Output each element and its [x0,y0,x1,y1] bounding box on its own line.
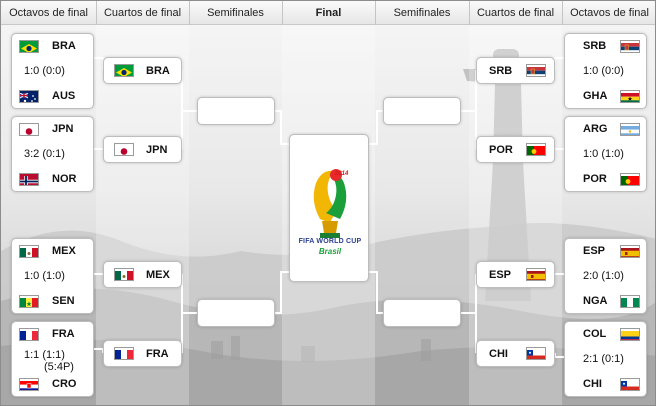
team-name: CHI [489,348,508,360]
quarter-final-slot-right-3[interactable]: ESP [476,261,555,288]
final-card[interactable]: 2014 FIFA WORLD CUP Brasil [289,134,369,282]
match-card-r16-left-2[interactable]: JPN 3:2 (0:1) NOR [11,116,94,192]
match-score: 1:0 (0:0) [583,65,624,77]
header-final: Final [315,7,342,19]
team-name: AUS [52,90,76,102]
semi-final-slot-right-2[interactable] [383,299,461,327]
team-name: ESP [583,245,606,257]
quarter-final-slot-right-2[interactable]: POR [476,136,555,163]
team-name: BRA [52,40,76,52]
team-name: FRA [146,348,169,360]
team-name: BRA [146,65,170,77]
match-card-r16-left-3[interactable]: MEX 1:0 (1:0) SEN [11,238,94,314]
team-name: POR [489,144,513,156]
header-semi-finals-right: Semifinales [393,7,451,19]
header-separator [469,1,470,25]
colombia-flag-icon [620,328,640,341]
serbia-flag-icon [526,64,546,77]
team-name: JPN [146,144,168,156]
match-card-r16-left-1[interactable]: BRA 1:0 (0:0) AUS [11,33,94,109]
header-semi-finals-left: Semifinales [207,7,264,19]
mexico-flag-icon [114,268,134,281]
header-separator [189,1,190,25]
match-card-r16-right-4[interactable]: COL 2:1 (0:1) CHI [564,321,647,397]
senegal-flag-icon [19,295,39,308]
header-quarter-finals-left: Cuartos de final [103,7,182,19]
spain-flag-icon [620,245,640,258]
final-year-badge: 2014 [335,171,349,177]
japan-flag-icon [19,123,39,136]
team-name: SRB [583,40,607,52]
match-score: 1:1 (1:1) [24,349,65,361]
header-separator [562,1,563,25]
match-score: 2:0 (1:0) [583,270,624,282]
team-name: CRO [52,378,77,390]
match-score: 1:0 (1:0) [24,270,65,282]
semi-final-slot-right-1[interactable] [383,97,461,125]
team-name: NOR [52,173,77,185]
portugal-flag-icon [526,143,546,156]
team-name: GHA [583,90,608,102]
team-name: ARG [583,123,608,135]
header-round-of-16-right: Octavos de final [570,7,649,19]
header-round-of-16-left: Octavos de final [9,7,88,19]
team-name: SRB [489,65,513,77]
fifa-world-cup-trophy-icon [313,169,347,238]
team-name: NGA [583,295,608,307]
argentina-flag-icon [620,123,640,136]
spain-flag-icon [526,268,546,281]
quarter-final-slot-left-4[interactable]: FRA [103,340,182,367]
header-separator [375,1,376,25]
ghana-flag-icon [620,90,640,103]
australia-flag-icon [19,90,39,103]
quarter-final-slot-left-2[interactable]: JPN [103,136,182,163]
norway-flag-icon [19,173,39,186]
portugal-flag-icon [620,173,640,186]
header-quarter-finals-right: Cuartos de final [476,7,555,19]
mexico-flag-icon [19,245,39,258]
france-flag-icon [114,347,134,360]
serbia-flag-icon [620,40,640,53]
match-score: 1:0 (0:0) [24,65,65,77]
match-score: 2:1 (0:1) [583,353,624,365]
team-name: SEN [52,295,75,307]
semi-final-slot-left-1[interactable] [197,97,275,125]
quarter-final-slot-left-1[interactable]: BRA [103,57,182,84]
brazil-flag-icon [19,40,39,53]
round-header-bar: Octavos de final Cuartos de final Semifi… [1,1,655,25]
match-card-r16-right-3[interactable]: ESP 2:0 (1:0) NGA [564,238,647,314]
match-card-r16-right-2[interactable]: ARG 1:0 (1:0) POR [564,116,647,192]
chile-flag-icon [620,378,640,391]
france-flag-icon [19,328,39,341]
match-score: 3:2 (0:1) [24,148,65,160]
brasil-text: Brasil [318,247,342,256]
nigeria-flag-icon [620,295,640,308]
japan-flag-icon [114,143,134,156]
team-name: MEX [52,245,76,257]
match-score: 1:0 (1:0) [583,148,624,160]
team-name: CHI [583,378,602,390]
header-separator [282,1,283,25]
team-name: FRA [52,328,75,340]
croatia-flag-icon [19,378,39,391]
team-name: COL [583,328,607,340]
team-name: ESP [489,269,512,281]
header-separator [96,1,97,25]
brazil-flag-icon [114,64,134,77]
match-card-r16-left-4[interactable]: FRA 1:1 (1:1) (5:4P) CRO [11,321,94,397]
team-name: MEX [146,269,170,281]
match-card-r16-right-1[interactable]: SRB 1:0 (0:0) GHA [564,33,647,109]
penalty-score: (5:4P) [44,361,74,373]
quarter-final-slot-right-4[interactable]: CHI [476,340,555,367]
quarter-final-slot-right-1[interactable]: SRB [476,57,555,84]
quarter-final-slot-left-3[interactable]: MEX [103,261,182,288]
chile-flag-icon [526,347,546,360]
team-name: JPN [52,123,74,135]
fifa-world-cup-text: FIFA WORLD CUP [298,238,362,245]
team-name: POR [583,173,607,185]
semi-final-slot-left-2[interactable] [197,299,275,327]
